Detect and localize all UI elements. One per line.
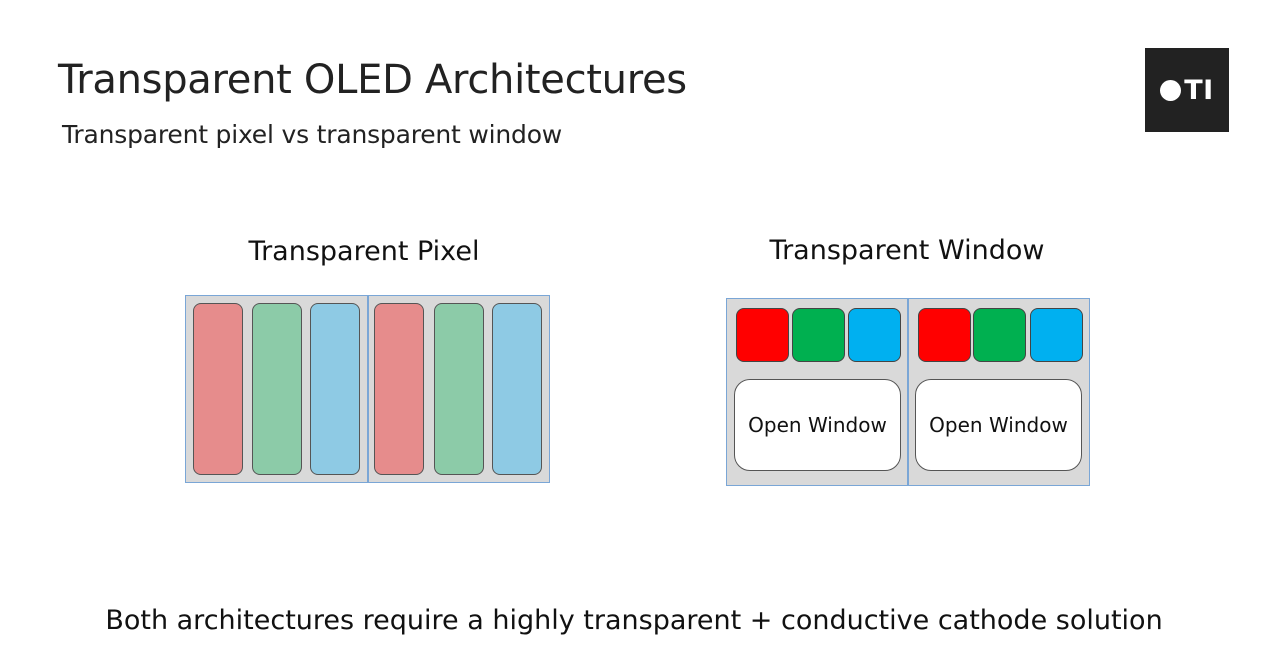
transparent-window-diagram: Open Window Open Window xyxy=(726,298,1090,486)
oti-logo: TI xyxy=(1145,48,1229,132)
open-window-label: Open Window xyxy=(929,413,1068,437)
subpixel-stripe xyxy=(492,303,542,475)
transparent-pixel-label: Transparent Pixel xyxy=(248,236,480,267)
logo-text: TI xyxy=(1184,74,1214,106)
subpixel-stripe xyxy=(434,303,484,475)
open-window-area: Open Window xyxy=(915,379,1082,471)
subpixel-stripe xyxy=(193,303,243,475)
subpixel-stripe xyxy=(252,303,302,475)
logo-circle-icon xyxy=(1160,79,1182,101)
transparent-window-label: Transparent Window xyxy=(769,235,1045,266)
pixel-divider xyxy=(907,299,909,485)
slide-title: Transparent OLED Architectures xyxy=(58,57,687,103)
subpixel-square xyxy=(736,308,789,362)
transparent-pixel-diagram xyxy=(185,295,550,483)
pixel-divider xyxy=(367,296,369,482)
open-window-label: Open Window xyxy=(748,413,887,437)
open-window-area: Open Window xyxy=(734,379,901,471)
subpixel-stripe xyxy=(310,303,360,475)
subpixel-square xyxy=(918,308,971,362)
subpixel-square xyxy=(1030,308,1083,362)
subpixel-square xyxy=(973,308,1026,362)
slide-subtitle: Transparent pixel vs transparent window xyxy=(62,120,563,149)
subpixel-square xyxy=(792,308,845,362)
subpixel-stripe xyxy=(374,303,424,475)
subpixel-square xyxy=(848,308,901,362)
footer-statement: Both architectures require a highly tran… xyxy=(105,605,1163,636)
